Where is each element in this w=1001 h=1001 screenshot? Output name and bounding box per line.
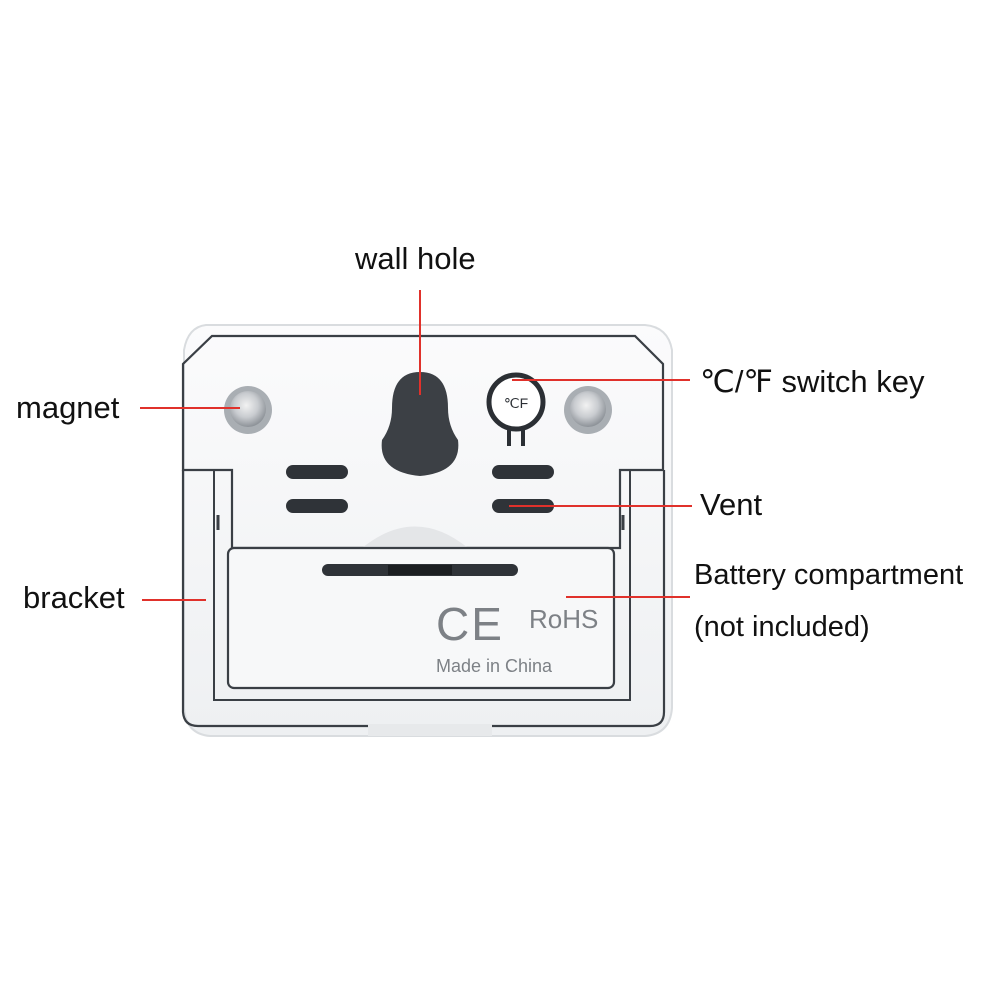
wall-hole bbox=[381, 372, 459, 476]
origin-mark: Made in China bbox=[436, 656, 553, 676]
battery-cover bbox=[226, 546, 616, 690]
switch-key-glyph: ℃F bbox=[504, 395, 528, 411]
back-panel bbox=[181, 334, 665, 550]
bracket-inner bbox=[213, 470, 631, 701]
magnet-right bbox=[564, 386, 612, 434]
rohs-mark: RoHS bbox=[529, 604, 598, 634]
magnet-left bbox=[224, 386, 272, 434]
label-battery-line2: (not included) bbox=[694, 611, 870, 643]
label-switch-key: ℃/℉ switch key bbox=[700, 364, 925, 399]
leader-lines bbox=[140, 290, 692, 601]
label-magnet: magnet bbox=[16, 390, 120, 425]
bottom-tab bbox=[368, 724, 492, 736]
switch-key: ℃F bbox=[486, 372, 546, 446]
label-wall-hole: wall hole bbox=[355, 241, 476, 276]
label-bracket: bracket bbox=[23, 580, 125, 615]
label-vent: Vent bbox=[700, 487, 763, 522]
ce-mark: CE bbox=[436, 598, 504, 650]
label-battery-line1: Battery compartment bbox=[694, 559, 964, 591]
